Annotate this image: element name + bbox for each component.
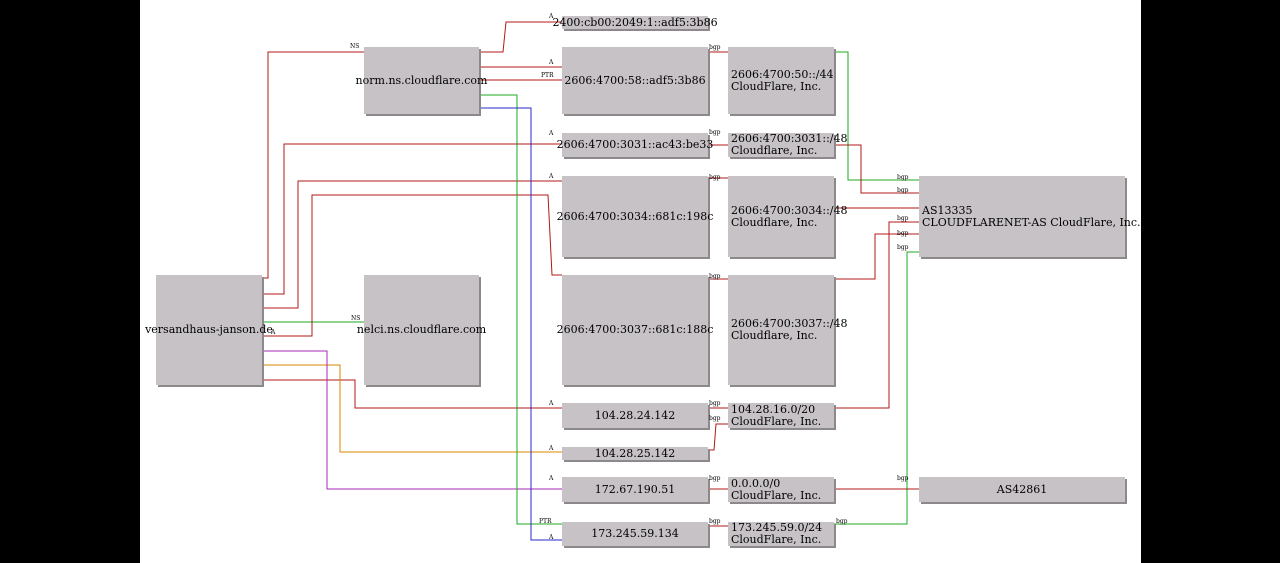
node-pfx_0[interactable]: 0.0.0.0/0 CloudFlare, Inc. bbox=[728, 477, 834, 502]
node-label: 2606:4700:50::/44 CloudFlare, Inc. bbox=[731, 67, 834, 93]
node-label: 104.28.16.0/20 CloudFlare, Inc. bbox=[731, 402, 822, 428]
node-ip4_24[interactable]: 104.28.24.142 bbox=[562, 403, 708, 428]
node-ip4_25[interactable]: 104.28.25.142 bbox=[562, 447, 708, 460]
edge-label: bgp bbox=[709, 475, 721, 482]
edge-label: bgp bbox=[897, 215, 909, 222]
node-as13335[interactable]: AS13335 CLOUDFLARENET-AS CloudFlare, Inc… bbox=[919, 176, 1141, 257]
node-label: 0.0.0.0/0 CloudFlare, Inc. bbox=[731, 476, 822, 502]
edge-label: NS bbox=[350, 43, 360, 50]
edge-domain-ip4_172 bbox=[262, 350, 562, 490]
edge-pfx_104-as13335 bbox=[834, 221, 919, 409]
edge-ip4_25-pfx_104 bbox=[708, 423, 728, 451]
edge-ns_norm-ip4_173 bbox=[479, 107, 562, 541]
edge-pfx_3031-as13335 bbox=[834, 144, 919, 194]
node-label: AS13335 CLOUDFLARENET-AS CloudFlare, Inc… bbox=[922, 203, 1141, 229]
node-ns_nelci[interactable]: nelci.ns.cloudflare.com bbox=[357, 275, 486, 385]
edge-label: PTR bbox=[541, 72, 554, 79]
node-label: 2606:4700:3034::/48 Cloudflare, Inc. bbox=[731, 203, 848, 229]
edge-pfx_3037-as13335 bbox=[834, 233, 919, 280]
edge-domain-ip6_3031 bbox=[262, 143, 562, 295]
node-label: nelci.ns.cloudflare.com bbox=[356, 323, 487, 336]
node-label: 2606:4700:3031::ac43:be33 bbox=[556, 138, 714, 151]
diagram-canvas: versandhaus-janson.de norm.ns.cloudflare.… bbox=[140, 0, 1141, 563]
edge-label: PTR bbox=[539, 518, 552, 525]
node-pfx_173[interactable]: 173.245.59.0/24 CloudFlare, Inc. bbox=[728, 522, 834, 546]
edge-label: A bbox=[549, 173, 554, 180]
node-label: 104.28.25.142 bbox=[594, 446, 676, 460]
edge-label: A bbox=[549, 534, 554, 541]
node-label: 173.245.59.134 bbox=[591, 527, 679, 540]
node-ip6_3037[interactable]: 2606:4700:3037::681c:188c bbox=[557, 275, 713, 385]
edge-ns_norm-ip4_173 bbox=[479, 94, 562, 525]
edge-label: NS bbox=[351, 315, 361, 322]
edge-domain-ip6_3037 bbox=[262, 194, 562, 337]
node-label: 173.245.59.0/24 CloudFlare, Inc. bbox=[731, 521, 823, 546]
node-ip4_173[interactable]: 173.245.59.134 bbox=[562, 522, 708, 546]
edge-label: bgp bbox=[709, 415, 721, 422]
edge-domain-ip4_25 bbox=[262, 364, 562, 453]
edge-label: bgp bbox=[709, 44, 721, 51]
edge-label: bgp bbox=[709, 400, 721, 407]
node-label: 172.67.190.51 bbox=[594, 482, 676, 496]
node-label: norm.ns.cloudflare.com bbox=[355, 73, 488, 87]
edge-pfx_173-as13335 bbox=[834, 251, 919, 525]
edge-label: A bbox=[271, 329, 276, 336]
edge-layer bbox=[262, 21, 919, 541]
node-ip6_58[interactable]: 2606:4700:58::adf5:3b86 bbox=[562, 47, 708, 114]
node-ip4_172[interactable]: 172.67.190.51 bbox=[562, 477, 708, 502]
node-ip6_3034[interactable]: 2606:4700:3034::681c:198c bbox=[557, 176, 713, 257]
edge-domain-ns_norm bbox=[262, 51, 364, 279]
edge-label: bgp bbox=[897, 244, 909, 251]
edge-label: bgp bbox=[709, 129, 721, 136]
edge-label: bgp bbox=[897, 230, 909, 237]
edge-label: A bbox=[549, 130, 554, 137]
node-as42861[interactable]: AS42861 bbox=[919, 477, 1125, 502]
edge-label: A bbox=[549, 400, 554, 407]
node-pfx_104[interactable]: 104.28.16.0/20 CloudFlare, Inc. bbox=[728, 403, 834, 428]
edge-domain-ip6_3034 bbox=[262, 180, 562, 309]
edge-label: bgp bbox=[836, 518, 848, 525]
node-ns_norm[interactable]: norm.ns.cloudflare.com bbox=[356, 47, 487, 114]
edge-ns_norm-ip6_2400 bbox=[479, 21, 562, 53]
edge-label: bgp bbox=[897, 174, 909, 181]
edge-label: A bbox=[549, 59, 554, 66]
node-label: versandhaus-janson.de bbox=[145, 323, 273, 336]
node-label: AS42861 bbox=[996, 482, 1048, 496]
node-pfx_50[interactable]: 2606:4700:50::/44 CloudFlare, Inc. bbox=[728, 47, 834, 114]
node-pfx_3034[interactable]: 2606:4700:3034::/48 Cloudflare, Inc. bbox=[728, 176, 848, 257]
node-domain[interactable]: versandhaus-janson.de bbox=[145, 275, 273, 385]
edge-label: bgp bbox=[897, 187, 909, 194]
edge-label: bgp bbox=[897, 475, 909, 482]
node-pfx_3037[interactable]: 2606:4700:3037::/48 Cloudflare, Inc. bbox=[728, 275, 848, 385]
node-label: 2400:cb00:2049:1::adf5:3b86 bbox=[552, 15, 718, 29]
edge-label: A bbox=[549, 475, 554, 482]
node-ip6_3031[interactable]: 2606:4700:3031::ac43:be33 bbox=[557, 133, 713, 157]
node-label: 2606:4700:3037::/48 Cloudflare, Inc. bbox=[731, 317, 848, 342]
edge-pfx_50-as13335 bbox=[834, 51, 919, 181]
node-label: 2606:4700:3031::/48 Cloudflare, Inc. bbox=[731, 132, 848, 157]
node-label: 2606:4700:3037::681c:188c bbox=[556, 323, 714, 336]
edge-domain-ip4_24 bbox=[262, 379, 562, 409]
node-pfx_3031[interactable]: 2606:4700:3031::/48 Cloudflare, Inc. bbox=[728, 133, 848, 157]
edge-label: bgp bbox=[709, 174, 721, 181]
node-label: 104.28.24.142 bbox=[594, 408, 676, 422]
edge-label: A bbox=[549, 445, 554, 452]
edge-label: bgp bbox=[709, 518, 721, 525]
node-label: 2606:4700:58::adf5:3b86 bbox=[564, 73, 706, 87]
edge-label: bgp bbox=[709, 273, 721, 280]
node-ip6_2400[interactable]: 2400:cb00:2049:1::adf5:3b86 bbox=[552, 16, 718, 29]
node-label: 2606:4700:3034::681c:198c bbox=[556, 209, 714, 223]
edge-label: A bbox=[549, 13, 554, 20]
